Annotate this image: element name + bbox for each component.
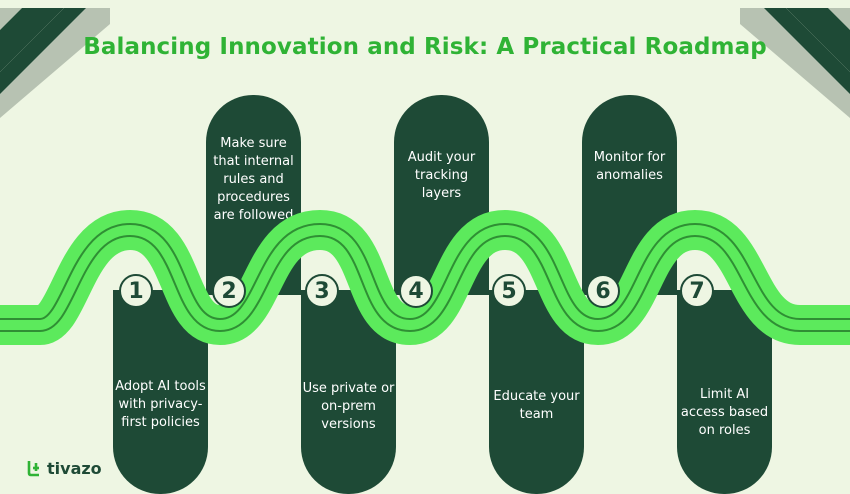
step-4-card: Audit your tracking layers	[394, 95, 489, 295]
tivazo-logo: tivazo	[26, 458, 102, 478]
step-5-text: Educate your team	[493, 389, 580, 422]
step-7-badge: 7	[680, 274, 714, 308]
corner-decoration-left	[0, 8, 110, 118]
step-6-text: Monitor for anomalies	[593, 150, 666, 183]
step-6-badge: 6	[586, 274, 620, 308]
corner-decoration-right	[740, 8, 850, 118]
step-1-badge: 1	[119, 274, 153, 308]
step-4-badge: 4	[399, 274, 433, 308]
step-5-badge: 5	[492, 274, 526, 308]
step-7-card: Limit AI access based on roles	[677, 290, 772, 494]
logo-text: tivazo	[47, 458, 102, 478]
step-2-text: Make sure that internal rules and proced…	[213, 136, 294, 223]
page-title: Balancing Innovation and Risk: A Practic…	[83, 34, 767, 60]
step-7-text: Limit AI access based on roles	[680, 387, 769, 438]
step-3-text: Use private or on-prem versions	[302, 381, 395, 432]
step-1-text: Adopt AI tools with privacy-first polici…	[115, 379, 206, 430]
step-4-text: Audit your tracking layers	[407, 150, 476, 201]
tivazo-logo-icon	[27, 461, 39, 477]
step-3-badge: 3	[305, 274, 339, 308]
step-2-badge: 2	[212, 274, 246, 308]
